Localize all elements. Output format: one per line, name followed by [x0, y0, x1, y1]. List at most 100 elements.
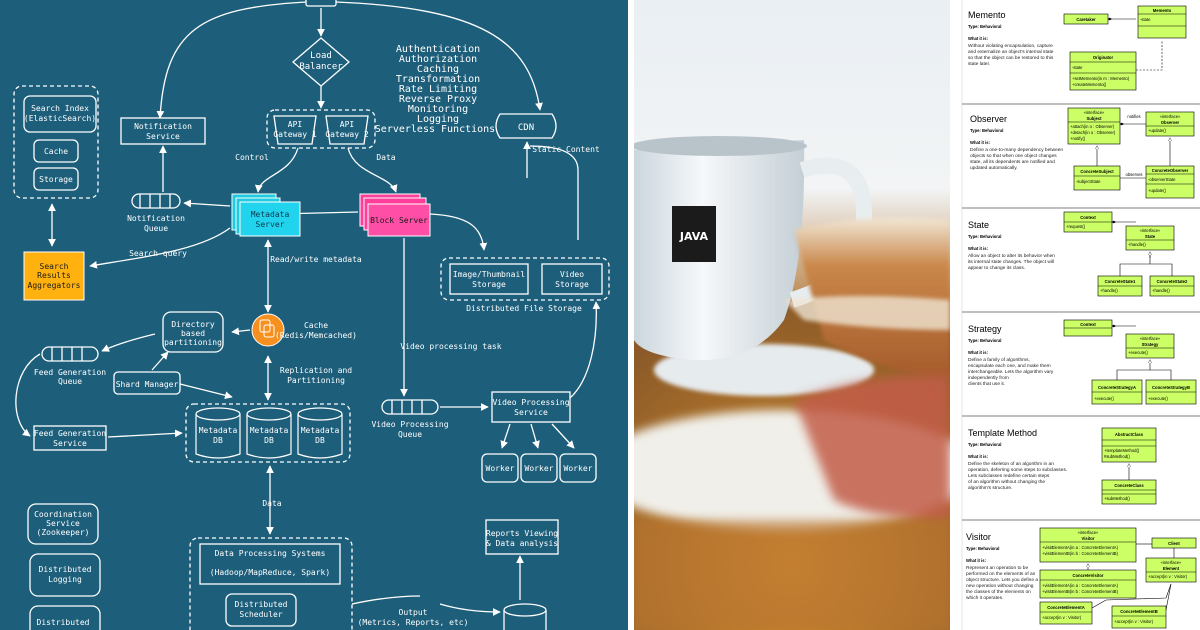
- uml-class-name: Caretaker: [1076, 17, 1096, 22]
- api-gateway-2-label: Gateway 2: [325, 130, 369, 139]
- distributed-scheduler-node: [225, 593, 297, 627]
- search-query-label: Search query: [129, 249, 187, 258]
- video-processing-service-node: [491, 391, 571, 423]
- uml-operation: +visitElementA(in a : ConcreteElementA): [1042, 583, 1119, 588]
- distributed-file-storage-label: Distributed File Storage: [466, 304, 582, 313]
- pattern-title: Memento: [968, 10, 1006, 20]
- metadata-server-node: [231, 193, 301, 237]
- uml-class-name: ConcreteSubject: [1080, 169, 1114, 174]
- uml-class-name: Subject: [1086, 116, 1102, 121]
- uml-operation: +setMemento(in m : Memento): [1072, 76, 1130, 81]
- reports-viewing-node: [485, 519, 559, 555]
- feed-generation-queue-label: Queue: [58, 377, 82, 386]
- uml-class-name: AbstractClass: [1115, 432, 1144, 437]
- uml-operation: +execute(): [1094, 396, 1115, 401]
- mug-shape: [634, 140, 805, 361]
- uml-class-name: ConcreteObserver: [1152, 168, 1189, 173]
- metadata-server-label: Server: [256, 220, 285, 229]
- design-patterns-svg: .u { fill:#ccff66; stroke:#000; stroke-w…: [961, 0, 1200, 630]
- distributed-scheduler-label: Distributed: [235, 600, 288, 609]
- directory-partitioning-node: [162, 311, 224, 353]
- uml-class-name: ConcreteStrategyB: [1152, 385, 1190, 390]
- directory-partitioning-label: Directory: [171, 320, 215, 329]
- uml-operation: +request(): [1066, 224, 1086, 229]
- uml-operation: +templateMethod(): [1104, 448, 1140, 453]
- pattern-desc-line: state later.: [968, 61, 990, 67]
- pattern-desc-line: state, all its dependents are notified a…: [970, 159, 1055, 165]
- uml-operation: +detach(in o : Observer): [1070, 130, 1116, 135]
- pattern-desc-line: which it operates.: [966, 595, 1003, 601]
- api-gateway-2-label: API: [340, 120, 355, 129]
- cache-redis-label: Cache: [304, 321, 328, 330]
- metadata-db-label: DB: [213, 436, 223, 445]
- pattern-desc-line: interchangeable. Lets the algorithm vary: [968, 369, 1054, 375]
- uml-class-name: Originator: [1093, 55, 1114, 60]
- java-label-text: JAVA: [679, 230, 709, 243]
- feed-generation-queue-label: Feed Generation: [34, 368, 106, 377]
- notification-queue-label: Notification: [127, 214, 185, 223]
- uml-class-name: Visitor: [1082, 536, 1095, 541]
- uml-operation: +notify(): [1070, 136, 1086, 141]
- coordination-service-label: Coordination: [34, 510, 92, 519]
- search-results-label: Search: [40, 262, 69, 271]
- distributed-logging-node: [29, 553, 101, 597]
- search-index-label: (ElasticSearch): [24, 114, 96, 123]
- pattern-desc-line: operation, deferring some steps to subcl…: [968, 467, 1067, 473]
- pattern-desc-line: appear to change its class.: [968, 265, 1025, 271]
- video-processing-queue-node: [381, 399, 439, 415]
- uml-operation: +attach(in o : Observer): [1070, 124, 1115, 129]
- pattern-desc-line: and externalize an object's internal sta…: [968, 49, 1054, 55]
- pattern-desc-line: clients that use it.: [968, 381, 1005, 387]
- pattern-desc-line: updated automatically.: [970, 165, 1018, 171]
- uml-stereotype: «interface»: [1140, 336, 1161, 341]
- video-processing-service-label: Service: [514, 408, 548, 417]
- uml-class-name: State: [1145, 234, 1156, 239]
- pattern-desc-line: algorithm's structure.: [968, 485, 1012, 491]
- distributed-logging-label: Logging: [48, 575, 82, 584]
- client-device-icon: [305, 0, 337, 7]
- pattern-title: Strategy: [968, 324, 1002, 334]
- mug-rim: [634, 136, 807, 156]
- video-processing-queue-label: Video Processing: [371, 420, 448, 429]
- uml-operation: #subMethod(): [1104, 454, 1130, 459]
- uml-class-box: [1101, 427, 1157, 463]
- pattern-desc-line: independently from: [968, 375, 1009, 381]
- image-storage-label: Image/Thumbnail: [453, 270, 525, 279]
- data-processing-label: Data Processing Systems: [215, 549, 326, 558]
- metadata-db-1: [195, 407, 241, 459]
- uml-operation: +accept(in v : Visitor): [1148, 574, 1188, 579]
- notification-queue-node: [131, 193, 181, 209]
- gateway-feature: Reverse Proxy: [399, 94, 477, 105]
- metadata-db-2: [246, 407, 292, 459]
- uml-operation: +handle(): [1100, 288, 1118, 293]
- uml-class-name: ConcreteState2: [1157, 279, 1188, 284]
- worker-node-3: [559, 453, 597, 483]
- replication-label: Partitioning: [287, 376, 345, 385]
- pattern-type: Type: Behavioral: [968, 442, 1001, 447]
- video-processing-task-label: Video processing task: [400, 342, 501, 351]
- pattern-what-label: What it is:: [968, 36, 988, 41]
- pattern-observer: Observer Type: Behavioral What it is: De…: [970, 107, 1195, 199]
- pattern-desc-line: the classes of the elements on: [966, 589, 1031, 595]
- metadata-db-label: DB: [264, 436, 274, 445]
- cdn-node: [495, 113, 557, 139]
- feed-generation-service-node: [33, 425, 107, 451]
- uml-operation: +execute(): [1128, 350, 1149, 355]
- uml-class-name: ConcreteState1: [1105, 279, 1136, 284]
- uml-class-name: Client: [1168, 541, 1180, 546]
- feed-generation-service-label: Feed Generation: [34, 429, 106, 438]
- uml-class-name: Observer: [1161, 120, 1180, 125]
- api-gateway-2-node: [325, 115, 369, 145]
- pattern-title: Observer: [970, 114, 1007, 124]
- load-balancer-label: Load: [310, 51, 332, 61]
- pattern-type: Type: Behavioral: [968, 338, 1001, 343]
- uml-class-box: [1125, 225, 1175, 251]
- uml-stereotype: «interface»: [1084, 110, 1105, 115]
- uml-operation: +visitElementB(in b : ConcreteElementB): [1042, 589, 1119, 594]
- pattern-desc-line: Define a family of algorithms,: [968, 357, 1030, 363]
- notification-service-label: Notification: [134, 122, 192, 131]
- worker-node-2: [520, 453, 558, 483]
- uml-class-box: [1145, 557, 1197, 583]
- metadata-db-label: Metadata: [199, 426, 238, 435]
- uml-operation: +visitElementA(in a : ConcreteElementA): [1042, 545, 1119, 550]
